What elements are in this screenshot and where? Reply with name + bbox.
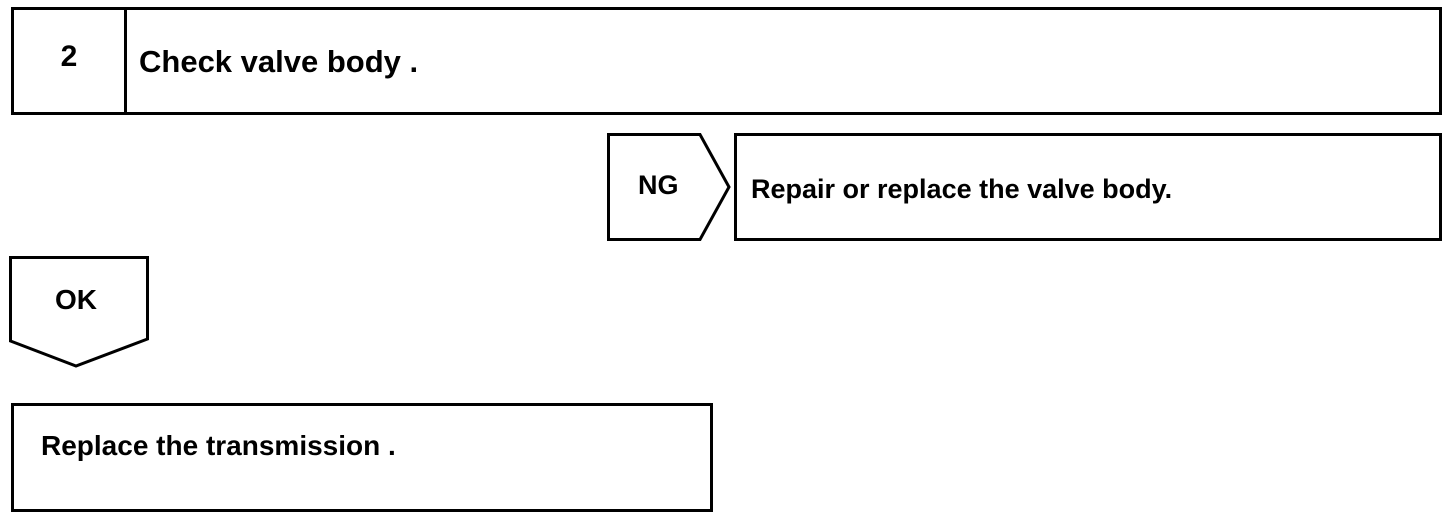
ok-action-box: Replace the transmission .	[11, 403, 713, 512]
ok-action-text: Replace the transmission .	[41, 430, 396, 461]
step-box: 2 Check valve body .	[11, 7, 1442, 115]
ng-action-box: Repair or replace the valve body.	[734, 133, 1442, 241]
ng-action-text: Repair or replace the valve body.	[751, 174, 1173, 204]
ng-arrow-marker	[607, 133, 731, 241]
step-title: Check valve body .	[139, 44, 419, 79]
ok-arrow-marker	[9, 256, 149, 368]
ok-arrow-outline	[9, 256, 149, 368]
ng-label: NG	[638, 170, 679, 200]
ng-arrow-outline	[607, 133, 731, 241]
step-number: 2	[60, 40, 78, 73]
step-number-cell: 2	[14, 10, 127, 112]
ok-label: OK	[55, 284, 97, 315]
